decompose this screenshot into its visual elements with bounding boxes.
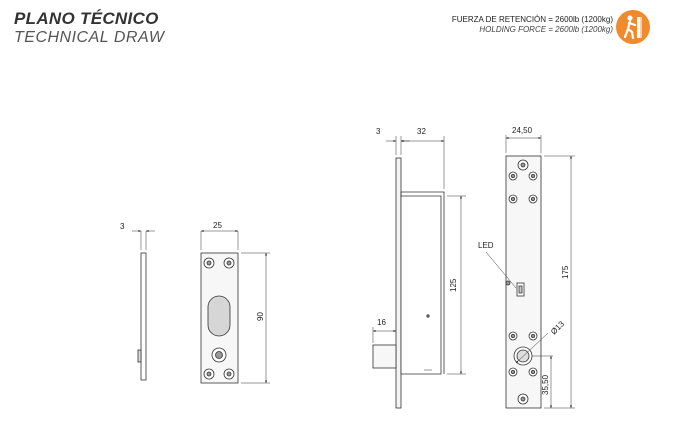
dim-plate-width: 25 (213, 221, 222, 230)
dim-side-bolt: 16 (377, 318, 386, 327)
plate-side-view (132, 230, 155, 381)
dim-side-body-height: 125 (449, 278, 458, 292)
lock-front-view (505, 155, 542, 409)
dim-front-hole-offset: 35,50 (541, 374, 550, 395)
page-title: PLANO TÉCNICO (14, 9, 159, 28)
lock-side-view (372, 157, 445, 409)
dim-side-thickness: 3 (376, 127, 381, 136)
dim-plate-thickness: 3 (120, 222, 125, 231)
person-pushing-door-icon (616, 10, 650, 44)
holding-force-es: FUERZA DE RETENCIÓN = 2600lb (1200kg) (451, 15, 613, 24)
dim-front-height: 175 (561, 265, 570, 279)
plate-front-view (200, 252, 239, 384)
page-subtitle: TECHNICAL DRAW (14, 29, 165, 46)
holding-force-spec: FUERZA DE RETENCIÓN = 2600lb (1200kg) HO… (452, 15, 613, 35)
dim-plate-height: 90 (256, 312, 265, 321)
led-label: LED (478, 241, 494, 250)
dim-front-width: 24,50 (512, 126, 533, 135)
dim-front-hole-diameter: Ø13 (549, 319, 566, 336)
holding-force-en: HOLDING FORCE = 2600lb (1200kg) (479, 25, 613, 34)
dim-side-depth: 32 (417, 127, 426, 136)
